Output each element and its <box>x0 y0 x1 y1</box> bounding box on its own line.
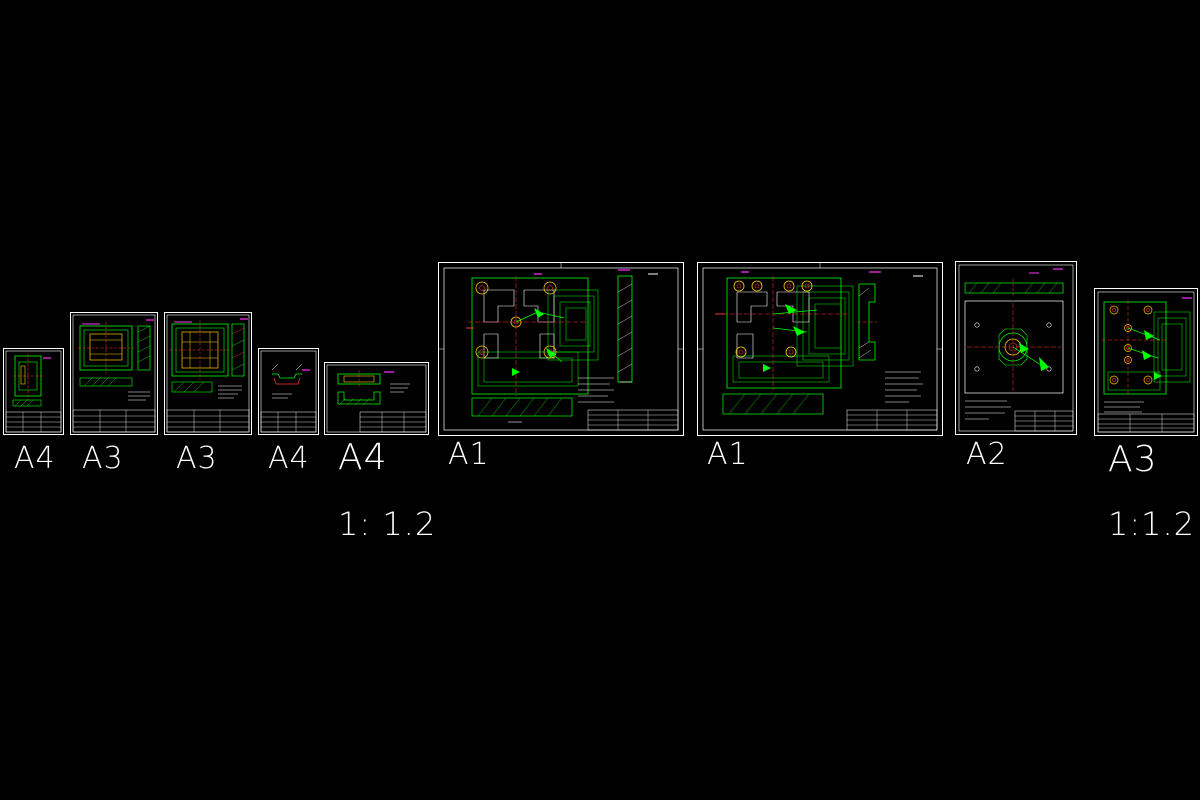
sheet-9-size-label: A3 <box>1108 439 1158 480</box>
sheet-9-graphic <box>1094 288 1198 436</box>
sheet-2-graphic <box>70 312 158 435</box>
sheet-4-graphic <box>258 348 319 435</box>
sheet-5-scale-label: 1: 1.2 <box>338 505 437 543</box>
drawing-sheet-9[interactable] <box>1094 288 1198 436</box>
sheet-7-size-label: A1 <box>707 437 749 472</box>
sheet-8-graphic <box>955 261 1077 435</box>
drawing-sheet-2[interactable] <box>70 312 158 435</box>
drawing-sheet-4[interactable] <box>258 348 319 435</box>
sheet-7-graphic <box>697 262 943 436</box>
drawing-sheet-6[interactable] <box>438 262 684 436</box>
sheet-1-graphic <box>3 348 64 435</box>
sheet-4-size-label: A4 <box>268 441 310 476</box>
sheet-5-graphic <box>324 362 429 435</box>
drawing-sheet-7[interactable] <box>697 262 943 436</box>
sheet-6-size-label: A1 <box>448 437 490 472</box>
sheet-3-size-label: A3 <box>176 441 218 476</box>
sheet-6-graphic <box>438 262 684 436</box>
sheet-1-size-label: A4 <box>14 441 56 476</box>
sheet-9-scale-label: 1:1.2 <box>1108 505 1196 543</box>
drawing-sheet-5[interactable] <box>324 362 429 435</box>
drawing-sheet-1[interactable] <box>3 348 64 435</box>
drawing-sheet-8[interactable] <box>955 261 1077 435</box>
sheet-3-graphic <box>164 312 252 435</box>
sheet-2-size-label: A3 <box>82 441 124 476</box>
drawing-sheet-3[interactable] <box>164 312 252 435</box>
sheet-8-size-label: A2 <box>966 437 1008 472</box>
sheet-5-size-label: A4 <box>338 437 388 478</box>
